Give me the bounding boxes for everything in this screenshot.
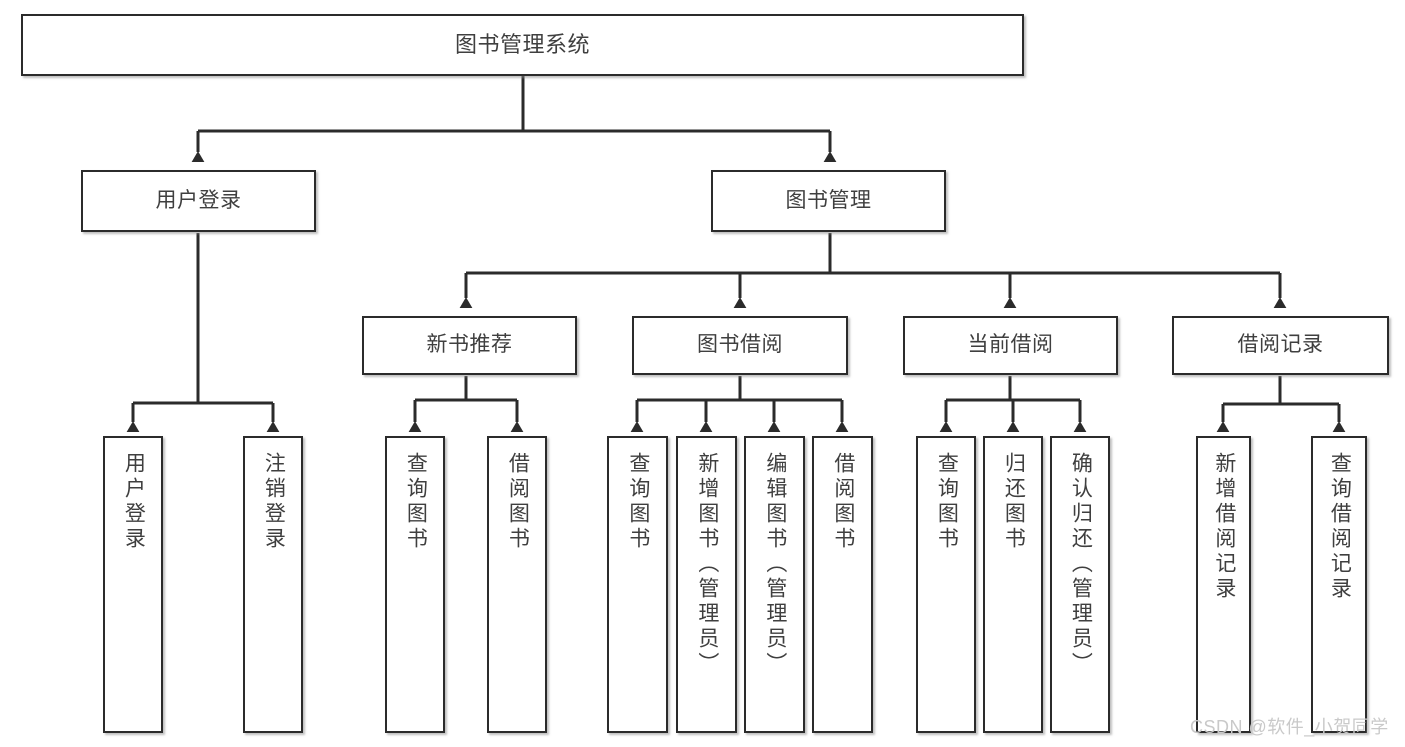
node-book-management-label: 图书管理 <box>785 188 872 212</box>
watermark: CSDN @软件_小贺同学 <box>1190 717 1389 737</box>
node-leaf-query-book-borrow-label: 查询图书 <box>626 452 650 552</box>
node-leaf-borrow-book-new[interactable]: 借阅图书 <box>487 436 547 733</box>
node-leaf-borrow-book-label: 借阅图书 <box>831 452 855 552</box>
node-new-book-recommend-label: 新书推荐 <box>426 333 513 357</box>
node-leaf-return-book[interactable]: 归还图书 <box>983 436 1043 733</box>
node-leaf-logout[interactable]: 注销登录 <box>243 436 303 733</box>
edges-booking-to-level3 <box>459 233 1287 309</box>
node-book-borrow[interactable]: 图书借阅 <box>632 316 848 375</box>
node-leaf-add-borrow-record-label: 新增借阅记录 <box>1212 452 1236 602</box>
node-leaf-query-book-current[interactable]: 查询图书 <box>916 436 976 733</box>
node-leaf-user-login-label: 用户登录 <box>122 452 146 552</box>
edges-book-borrow-to-leaves <box>630 376 849 433</box>
node-leaf-borrow-book[interactable]: 借阅图书 <box>812 436 873 733</box>
node-book-borrow-label: 图书借阅 <box>697 333 783 357</box>
node-leaf-add-book-admin[interactable]: 新增图书（管理员） <box>676 436 737 733</box>
node-leaf-confirm-return-admin[interactable]: 确认归还（管理员） <box>1050 436 1110 733</box>
node-root-system-label: 图书管理系统 <box>454 32 590 58</box>
node-borrow-record-label: 借阅记录 <box>1237 333 1324 357</box>
node-current-borrow-label: 当前借阅 <box>967 333 1054 357</box>
node-user-login[interactable]: 用户登录 <box>81 170 316 232</box>
node-leaf-query-borrow-record[interactable]: 查询借阅记录 <box>1311 436 1367 733</box>
edges-borrow-record-to-leaves <box>1216 376 1346 433</box>
node-leaf-confirm-return-admin-label: 确认归还（管理员） <box>1069 452 1093 677</box>
node-borrow-record[interactable]: 借阅记录 <box>1172 316 1389 375</box>
node-leaf-query-book-new-label: 查询图书 <box>404 452 428 552</box>
edges-user-login-to-leaves <box>126 233 280 433</box>
node-user-login-label: 用户登录 <box>155 188 242 212</box>
edges-new-book-to-leaves <box>408 376 524 433</box>
node-leaf-borrow-book-new-label: 借阅图书 <box>506 452 530 552</box>
node-current-borrow[interactable]: 当前借阅 <box>903 316 1118 375</box>
node-leaf-logout-label: 注销登录 <box>262 452 286 552</box>
node-leaf-query-borrow-record-label: 查询借阅记录 <box>1328 452 1352 602</box>
edges-root-to-level2 <box>191 76 837 163</box>
node-leaf-return-book-label: 归还图书 <box>1002 452 1026 552</box>
edges-current-borrow-to-leaves <box>939 376 1087 433</box>
node-leaf-edit-book-admin-label: 编辑图书（管理员） <box>763 452 787 677</box>
node-root-system[interactable]: 图书管理系统 <box>21 14 1024 76</box>
node-leaf-user-login[interactable]: 用户登录 <box>103 436 163 733</box>
node-leaf-add-book-admin-label: 新增图书（管理员） <box>695 452 719 677</box>
node-leaf-query-book-new[interactable]: 查询图书 <box>385 436 445 733</box>
node-leaf-query-book-borrow[interactable]: 查询图书 <box>607 436 668 733</box>
node-new-book-recommend[interactable]: 新书推荐 <box>362 316 577 375</box>
node-book-management[interactable]: 图书管理 <box>711 170 946 232</box>
node-leaf-query-book-current-label: 查询图书 <box>935 452 959 552</box>
node-leaf-add-borrow-record[interactable]: 新增借阅记录 <box>1196 436 1251 733</box>
node-leaf-edit-book-admin[interactable]: 编辑图书（管理员） <box>744 436 805 733</box>
